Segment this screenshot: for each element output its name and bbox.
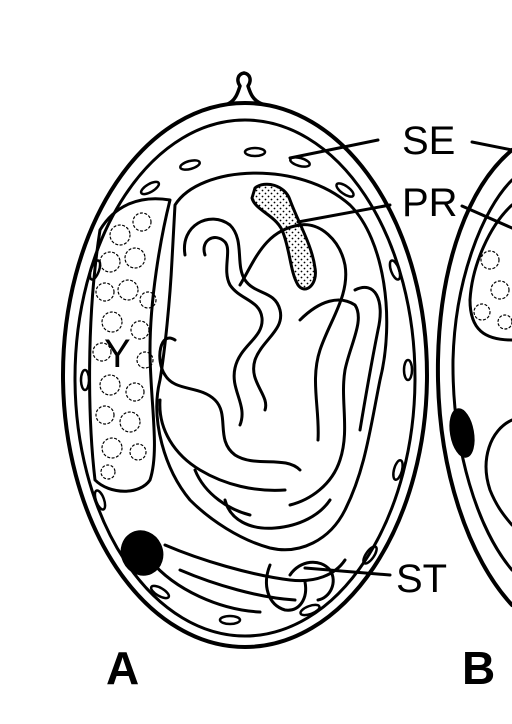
proctodaeum bbox=[250, 182, 317, 291]
panel-label-b: B bbox=[462, 642, 495, 694]
leader-lines bbox=[288, 138, 512, 577]
fold-2 bbox=[202, 236, 264, 427]
panel-label-a: A bbox=[106, 642, 139, 694]
yolk-mass bbox=[88, 197, 172, 493]
fold-8 bbox=[223, 498, 332, 530]
stomodaeum-fold-3 bbox=[265, 563, 308, 612]
egg-b-yolk bbox=[468, 203, 512, 342]
fold-6 bbox=[288, 298, 360, 507]
fold-4 bbox=[158, 398, 287, 492]
egg-b bbox=[435, 148, 512, 607]
label-se: SE bbox=[402, 119, 455, 163]
fold-3 bbox=[158, 336, 302, 472]
fold-1 bbox=[183, 217, 283, 412]
label-st: ST bbox=[396, 557, 447, 601]
eye-spot bbox=[120, 530, 164, 576]
egg-a bbox=[61, 71, 429, 649]
egg-b-yolk-granules bbox=[473, 250, 512, 330]
germ-band-outer bbox=[155, 171, 389, 552]
label-y: Y bbox=[104, 332, 131, 376]
fold-9 bbox=[193, 468, 252, 517]
fold-5 bbox=[238, 223, 348, 442]
egg-b-shell bbox=[435, 148, 512, 607]
stomodaeum-fold-2 bbox=[178, 568, 297, 602]
egg-b-fold bbox=[484, 418, 512, 527]
egg-shell-outer bbox=[61, 101, 429, 649]
egg-cap bbox=[226, 71, 264, 106]
serosa-membrane bbox=[73, 118, 417, 638]
se-leader-a bbox=[288, 138, 380, 160]
egg-b-eye-spot bbox=[449, 408, 475, 458]
pr-leader-b bbox=[460, 204, 512, 230]
pr-leader-a bbox=[296, 203, 392, 224]
se-leader-b bbox=[470, 140, 512, 152]
st-leader bbox=[303, 566, 392, 577]
serosa-nuclei bbox=[79, 146, 414, 626]
stomodaeum-fold-5 bbox=[148, 558, 262, 614]
yolk-granules bbox=[92, 212, 157, 480]
egg-b-membrane bbox=[451, 178, 512, 572]
label-pr: PR bbox=[402, 181, 458, 225]
fold-7 bbox=[353, 286, 382, 432]
